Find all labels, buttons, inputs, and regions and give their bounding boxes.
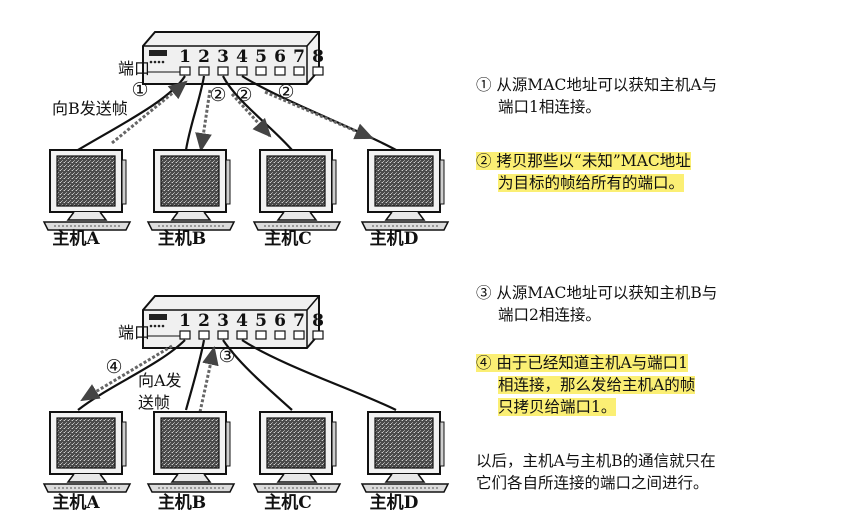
- switch-2: 1 2 3 4 5 6 7 8: [142, 295, 324, 349]
- port-number: 6: [274, 311, 286, 331]
- frame-arrow: [111, 80, 188, 145]
- port-1: [179, 330, 191, 340]
- port-number: 6: [274, 47, 286, 67]
- note-line: ① 从源MAC地址可以获知主机A与: [476, 76, 718, 94]
- action-label-line-2: 送帧: [138, 393, 170, 412]
- port-4: [236, 66, 248, 76]
- action-label-line-1: 向A发: [138, 371, 182, 390]
- frame-arrows-1: [111, 80, 374, 153]
- step-marker: ②: [235, 84, 252, 106]
- port-label: 端口: [118, 323, 150, 342]
- port-8: [312, 330, 324, 340]
- port-number: 1: [179, 47, 191, 67]
- port-6: [274, 66, 286, 76]
- note-line: 只拷贝给端口1。: [498, 398, 617, 416]
- switch-1: 1 2 3 4 5 6 7 8: [142, 31, 324, 85]
- note-step-4: ④ 由于已经知道主机A与端口1 相连接，那么发给主机A的帧 只拷贝给端口1。: [476, 352, 696, 418]
- port-number: 7: [293, 47, 305, 67]
- frame-arrow: [198, 345, 219, 413]
- frame-arrow: [230, 92, 272, 138]
- host-label: 主机C: [264, 228, 312, 249]
- host-d-computer: [361, 411, 449, 493]
- port-row-2: [179, 330, 324, 340]
- host-c-computer: [253, 149, 341, 231]
- step-marker: ②: [209, 84, 226, 106]
- note-step-1: ① 从源MAC地址可以获知主机A与 端口1相连接。: [476, 74, 717, 118]
- port-number: 1: [179, 311, 191, 331]
- port-number: 5: [255, 311, 267, 331]
- host-c-computer: [253, 411, 341, 493]
- port-number: 8: [312, 47, 324, 67]
- note-line: 端口1相连接。: [498, 98, 601, 116]
- host-label: 主机A: [52, 492, 100, 513]
- port-label: 端口: [118, 59, 150, 78]
- note-step-3: ③ 从源MAC地址可以获知主机B与 端口2相连接。: [476, 282, 717, 326]
- port-8: [312, 66, 324, 76]
- host-a-computer: [43, 149, 131, 231]
- port-2: [198, 330, 210, 340]
- host-a-computer: [43, 411, 131, 493]
- note-line: ② 拷贝那些以“未知”MAC地址: [476, 152, 691, 170]
- diagram-2: 1 2 3 4 5 6 7 8 端口 ④ ③ 向A发 送帧: [43, 295, 449, 513]
- port-number: 2: [198, 47, 210, 67]
- port-number: 3: [217, 47, 229, 67]
- frame-arrow: [80, 344, 173, 402]
- port-6: [274, 330, 286, 340]
- port-number: 5: [255, 47, 267, 67]
- port-number: 2: [198, 311, 210, 331]
- note-line: 为目标的帧给所有的端口。: [498, 174, 685, 192]
- port-number: 8: [312, 311, 324, 331]
- note-conclusion: 以后，主机A与主机B的通信就只在 它们各自所连接的端口之间进行。: [476, 450, 716, 494]
- step-marker: ②: [277, 81, 294, 103]
- port-number: 4: [236, 47, 248, 67]
- host-label: 主机A: [52, 228, 100, 249]
- port-1: [179, 66, 191, 76]
- note-line: ④ 由于已经知道主机A与端口1: [476, 354, 688, 372]
- port-7: [293, 330, 305, 340]
- host-d-computer: [361, 149, 449, 231]
- port-3: [217, 330, 229, 340]
- action-label: 向B发送帧: [52, 99, 128, 118]
- host-label: 主机B: [158, 492, 206, 513]
- port-number: 3: [217, 311, 229, 331]
- step-marker: ①: [131, 79, 148, 101]
- port-2: [198, 66, 210, 76]
- host-label: 主机C: [264, 492, 312, 513]
- host-label: 主机D: [370, 492, 419, 513]
- port-3: [217, 66, 229, 76]
- port-number: 7: [293, 311, 305, 331]
- step-marker: ④: [105, 356, 122, 378]
- port-7: [293, 66, 305, 76]
- port-number: 4: [236, 311, 248, 331]
- port-row-1: [179, 66, 324, 76]
- host-b-computer: [147, 411, 235, 493]
- frame-arrow: [195, 89, 212, 153]
- host-label: 主机D: [370, 228, 419, 249]
- port-4: [236, 330, 248, 340]
- note-line: 端口2相连接。: [498, 306, 601, 324]
- host-label: 主机B: [158, 228, 206, 249]
- note-line: 相连接，那么发给主机A的帧: [498, 376, 696, 394]
- note-step-2: ② 拷贝那些以“未知”MAC地址 为目标的帧给所有的端口。: [476, 150, 691, 194]
- note-line: ③ 从源MAC地址可以获知主机B与: [476, 284, 718, 302]
- cables-2: [77, 339, 397, 411]
- note-line: 以后，主机A与主机B的通信就只在: [476, 452, 716, 470]
- host-b-computer: [147, 149, 235, 231]
- step-marker: ③: [218, 345, 235, 367]
- frame-arrow: [264, 90, 374, 140]
- port-5: [255, 66, 267, 76]
- diagram-1: 1 2 3 4 5 6 7 8 端口 ① ②: [43, 31, 449, 249]
- port-5: [255, 330, 267, 340]
- frame-arrows-2: [80, 344, 219, 413]
- note-line: 它们各自所连接的端口之间进行。: [476, 474, 709, 492]
